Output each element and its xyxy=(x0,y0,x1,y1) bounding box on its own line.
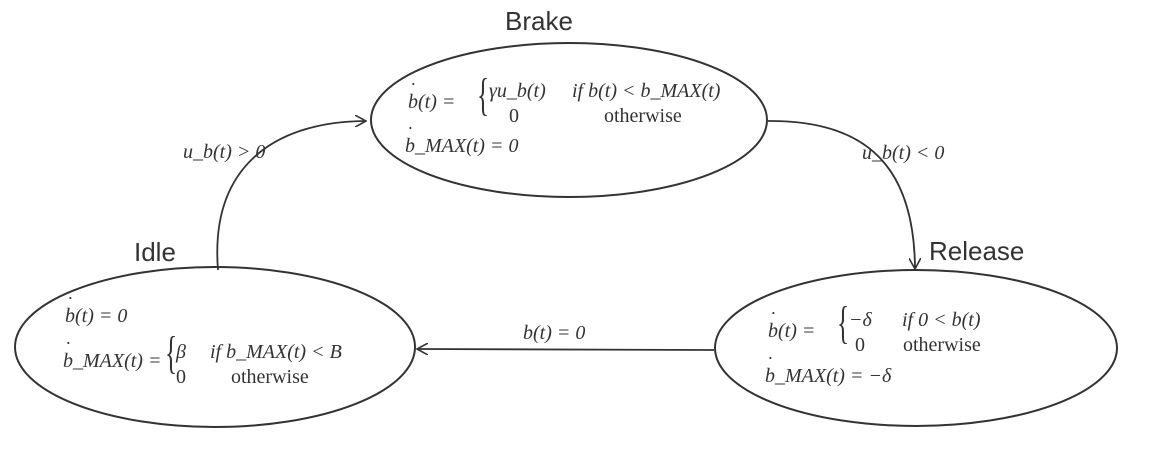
release-eq2: b_MAX(t) = −δ xyxy=(765,353,891,387)
release-to-idle-label: b(t) = 0 xyxy=(523,322,586,344)
idle-lhs2: b_MAX(t) = xyxy=(63,338,161,372)
idle-to-brake-arrow xyxy=(216,121,365,271)
release-case1-expr: −δ xyxy=(849,309,872,331)
release-case1-cond: if 0 < b(t) xyxy=(902,309,981,331)
brake-case1-cond: if b(t) < b_MAX(t) xyxy=(572,80,721,102)
release-cases-brace: { xyxy=(837,297,850,348)
brake-state-ellipse xyxy=(370,42,768,198)
release-lhs1: b(t) = xyxy=(768,308,815,342)
idle-state-ellipse xyxy=(14,266,416,428)
brake-to-release-arrow xyxy=(767,120,915,268)
release-case2-expr: 0 xyxy=(855,334,865,356)
brake-case2-expr: 0 xyxy=(509,105,519,127)
idle-case1-expr: β xyxy=(176,341,186,363)
idle-case2-cond: otherwise xyxy=(231,366,309,388)
idle-case1-cond: if b_MAX(t) < B xyxy=(210,341,342,363)
idle-case2-expr: 0 xyxy=(176,366,186,388)
brake-case1-expr: γu_b(t) xyxy=(489,80,546,102)
brake-cases-brace: { xyxy=(477,69,490,120)
brake-lhs1: b(t) = xyxy=(408,79,455,113)
brake-case2-cond: otherwise xyxy=(604,105,682,127)
idle-cases-brace: { xyxy=(165,327,178,378)
brake-state-title: Brake xyxy=(505,6,573,36)
idle-lhs-bmaxdot: b_MAX(t) = xyxy=(63,338,161,372)
release-case2-cond: otherwise xyxy=(903,334,981,356)
release-state-title: Release xyxy=(929,236,1025,266)
idle-state-title: Idle xyxy=(134,237,176,267)
release-to-idle-arrow xyxy=(418,349,715,350)
brake-eq2: b_MAX(t) = 0 xyxy=(405,123,518,157)
brake-to-release-label: u_b(t) < 0 xyxy=(862,142,945,164)
idle-to-brake-label: u_b(t) > 0 xyxy=(183,141,266,163)
release-lhs-bdot: b(t) = xyxy=(768,308,815,342)
idle-eq1: b(t) = 0 xyxy=(65,293,127,327)
brake-lhs-bdot: b(t) = xyxy=(408,79,455,113)
